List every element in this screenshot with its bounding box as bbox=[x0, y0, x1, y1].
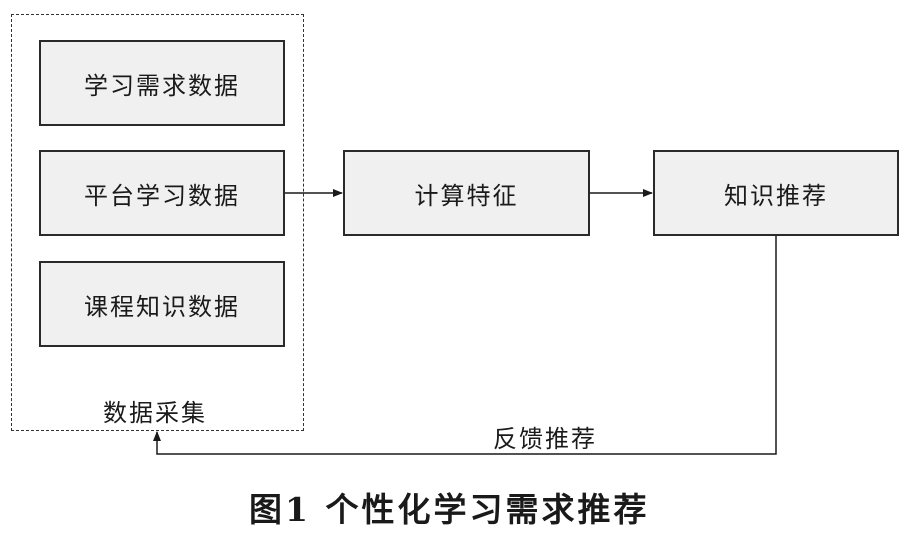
feedback-recommendation-label: 反馈推荐 bbox=[493, 425, 597, 453]
compute-features-box: 计算特征 bbox=[343, 150, 590, 236]
learning-demand-data-box: 学习需求数据 bbox=[39, 40, 285, 126]
data-collection-group bbox=[11, 14, 304, 431]
data-collection-label: 数据采集 bbox=[103, 399, 207, 427]
feedback-arrow bbox=[153, 236, 777, 455]
course-knowledge-data-label: 课程知识数据 bbox=[84, 292, 240, 321]
compute-features-label: 计算特征 bbox=[414, 181, 519, 210]
knowledge-recommendation-label: 知识推荐 bbox=[724, 181, 828, 210]
learning-demand-data-label: 学习需求数据 bbox=[84, 71, 240, 100]
knowledge-recommendation-box: 知识推荐 bbox=[653, 150, 899, 236]
platform-learning-data-box: 平台学习数据 bbox=[39, 150, 285, 236]
figure-caption: 图1 个性化学习需求推荐 bbox=[249, 490, 650, 529]
course-knowledge-data-box: 课程知识数据 bbox=[39, 261, 285, 347]
platform-learning-data-label: 平台学习数据 bbox=[84, 181, 240, 210]
